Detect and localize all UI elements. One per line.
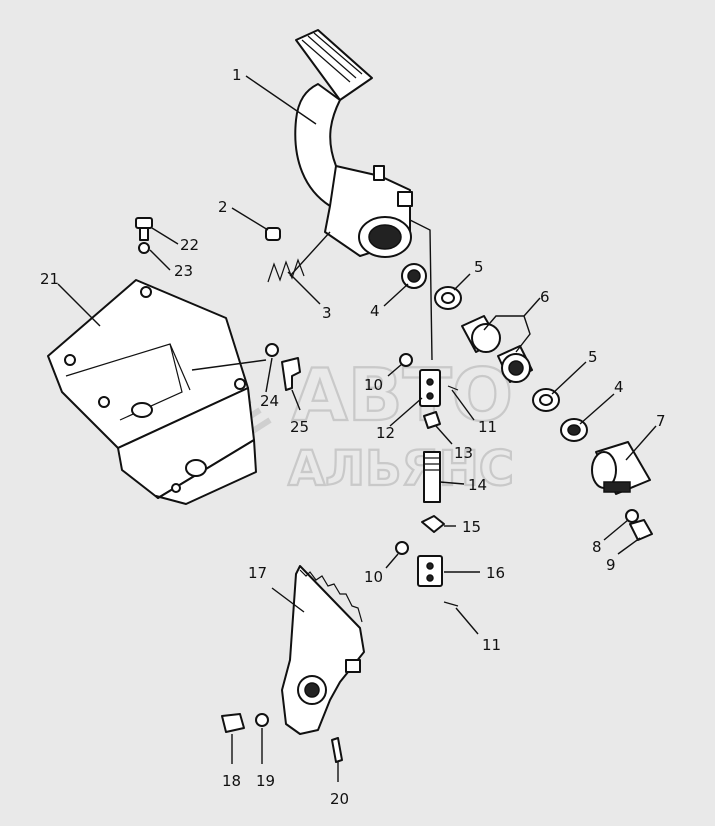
part-21-bracket: [47, 279, 267, 505]
callout-24: 24: [260, 392, 279, 410]
part-12-clevis-upper: [419, 369, 441, 407]
callout-15: 15: [462, 518, 481, 536]
part-11-pin-lower: [443, 601, 459, 607]
part-20-pin: [331, 737, 343, 763]
part-10-nut-lower: [395, 541, 409, 555]
callout-labels: 1 2 3 4 5 6 5 4 7 8 9 10 11 12 13 14 15 …: [40, 66, 666, 808]
callout-11-lower: 11: [482, 636, 501, 654]
part-19-washer: [255, 713, 269, 727]
callout-10-upper: 10: [364, 376, 383, 394]
callout-3: 3: [322, 304, 332, 322]
callout-25: 25: [290, 418, 309, 436]
callout-1: 1: [232, 66, 242, 84]
part-23-washer: [138, 242, 150, 254]
callout-8: 8: [592, 538, 602, 556]
callout-14: 14: [468, 476, 487, 494]
part-5-washer-lower: [532, 388, 560, 412]
callout-9: 9: [606, 556, 616, 574]
callout-20: 20: [330, 790, 349, 808]
part-18-bolt: [221, 713, 245, 733]
callout-2: 2: [218, 198, 228, 216]
part-9-bolt: [629, 519, 653, 541]
part-6-bushing-b: [497, 345, 533, 383]
callout-13: 13: [454, 444, 473, 462]
callout-5-lower: 5: [588, 348, 598, 366]
callout-6: 6: [540, 288, 550, 306]
callout-21: 21: [40, 270, 59, 288]
part-5-washer-upper: [434, 286, 462, 310]
part-11-pin-upper: [447, 385, 459, 391]
part-7-cylinder: [591, 441, 651, 495]
part-2-bolt: [265, 227, 281, 241]
callout-12: 12: [376, 424, 395, 442]
callout-4-upper: 4: [370, 302, 380, 320]
callout-18: 18: [222, 772, 241, 790]
callout-7: 7: [656, 412, 666, 430]
leader-lines: [57, 75, 657, 782]
callout-19: 19: [256, 772, 275, 790]
part-16-clevis-lower: [417, 555, 443, 587]
part-pedal-arm: [289, 29, 433, 361]
part-3-spring: [267, 258, 305, 283]
part-17-sector-lever: [281, 565, 365, 735]
part-4-washer-lower: [560, 418, 588, 442]
watermark-line1: АВТО: [292, 353, 513, 437]
part-6-bushing-a: [461, 315, 501, 353]
callout-11-upper: 11: [478, 418, 497, 436]
callout-22: 22: [180, 236, 199, 254]
part-4-washer-upper: [401, 263, 427, 289]
watermark-line2: АЛЬЯНС: [288, 441, 514, 497]
callout-16: 16: [486, 564, 505, 582]
callout-23: 23: [174, 262, 193, 280]
part-25-bolt: [281, 357, 301, 391]
callout-4-lower: 4: [614, 378, 624, 396]
part-22-bolt: [135, 217, 153, 241]
part-24-nut: [265, 343, 279, 357]
part-8-washer: [625, 509, 639, 523]
watermark: АВТО АЛЬЯНС: [138, 352, 515, 498]
part-10-nut-upper: [399, 353, 413, 367]
callout-17: 17: [248, 564, 267, 582]
part-14-rod: [423, 451, 441, 503]
part-13-nut: [423, 411, 441, 429]
callout-5-upper: 5: [474, 258, 484, 276]
callout-10-lower: 10: [364, 568, 383, 586]
part-15-nut: [421, 515, 445, 533]
